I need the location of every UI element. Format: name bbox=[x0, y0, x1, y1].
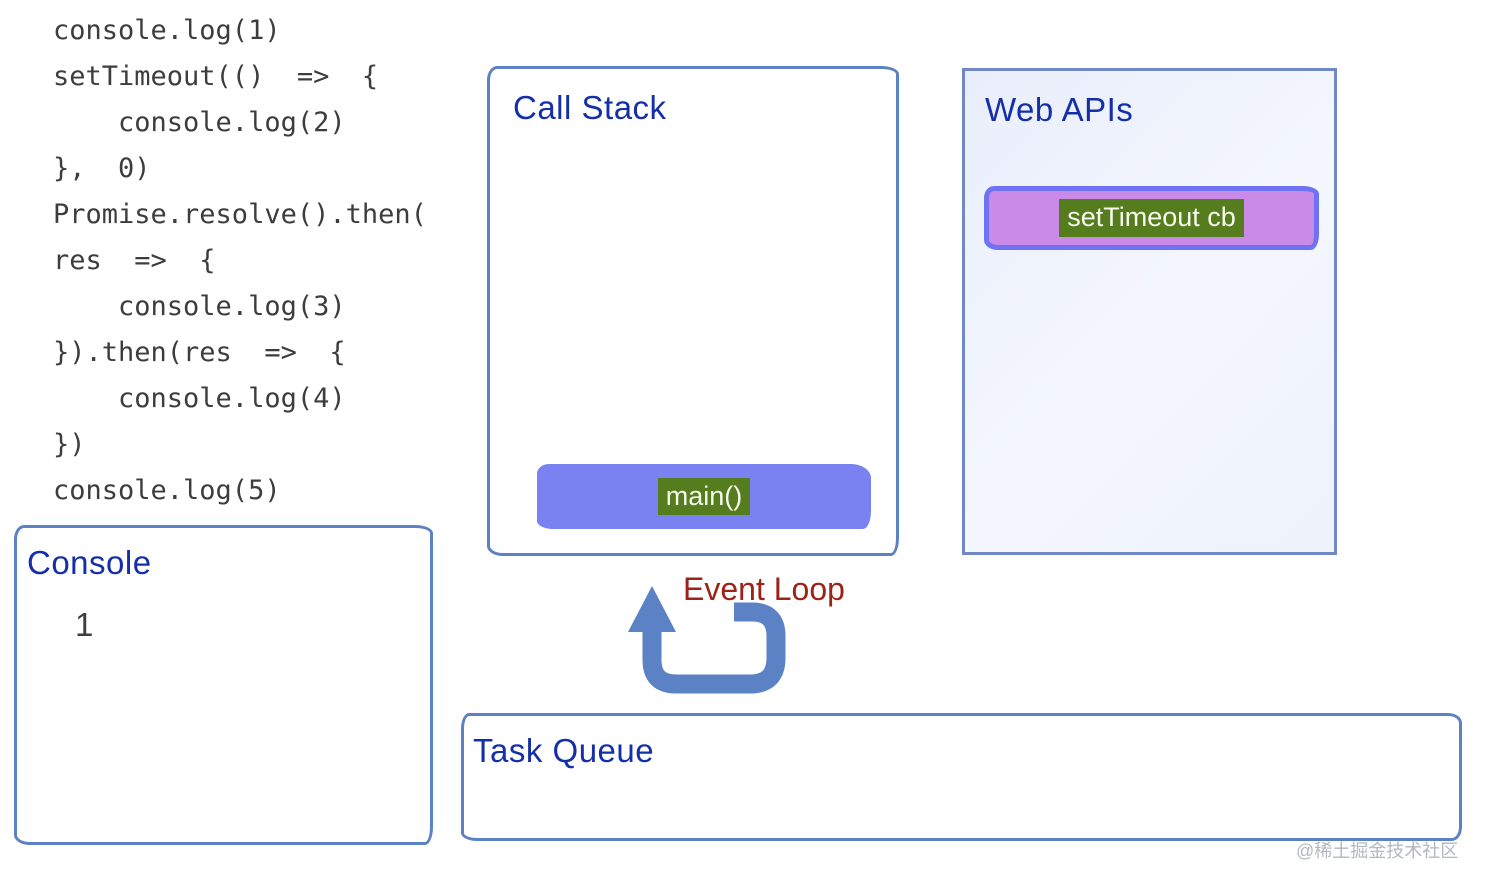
console-output-line: 1 bbox=[75, 606, 94, 643]
call-stack-panel: Call Stack main() bbox=[487, 66, 899, 556]
event-loop-arrow-icon bbox=[628, 586, 786, 694]
console-title: Console bbox=[27, 544, 152, 581]
console-panel: Console 1 bbox=[14, 525, 433, 845]
source-code: console.log(1) setTimeout(() => { consol… bbox=[53, 15, 427, 506]
event-loop-label: Event Loop bbox=[683, 571, 845, 607]
watermark: @稀土掘金技术社区 bbox=[1296, 841, 1459, 861]
task-queue-panel: Task Queue bbox=[461, 713, 1462, 841]
task-queue-title: Task Queue bbox=[473, 732, 655, 769]
web-apis-panel: Web APIs setTimeout cb bbox=[962, 68, 1337, 555]
web-apis-item-label: setTimeout cb bbox=[1059, 199, 1244, 237]
call-stack-title: Call Stack bbox=[513, 89, 667, 126]
web-apis-item-settimeout: setTimeout cb bbox=[984, 186, 1319, 250]
call-stack-frame-main: main() bbox=[537, 464, 871, 529]
call-stack-frame-label: main() bbox=[657, 477, 751, 516]
web-apis-title: Web APIs bbox=[985, 91, 1134, 128]
